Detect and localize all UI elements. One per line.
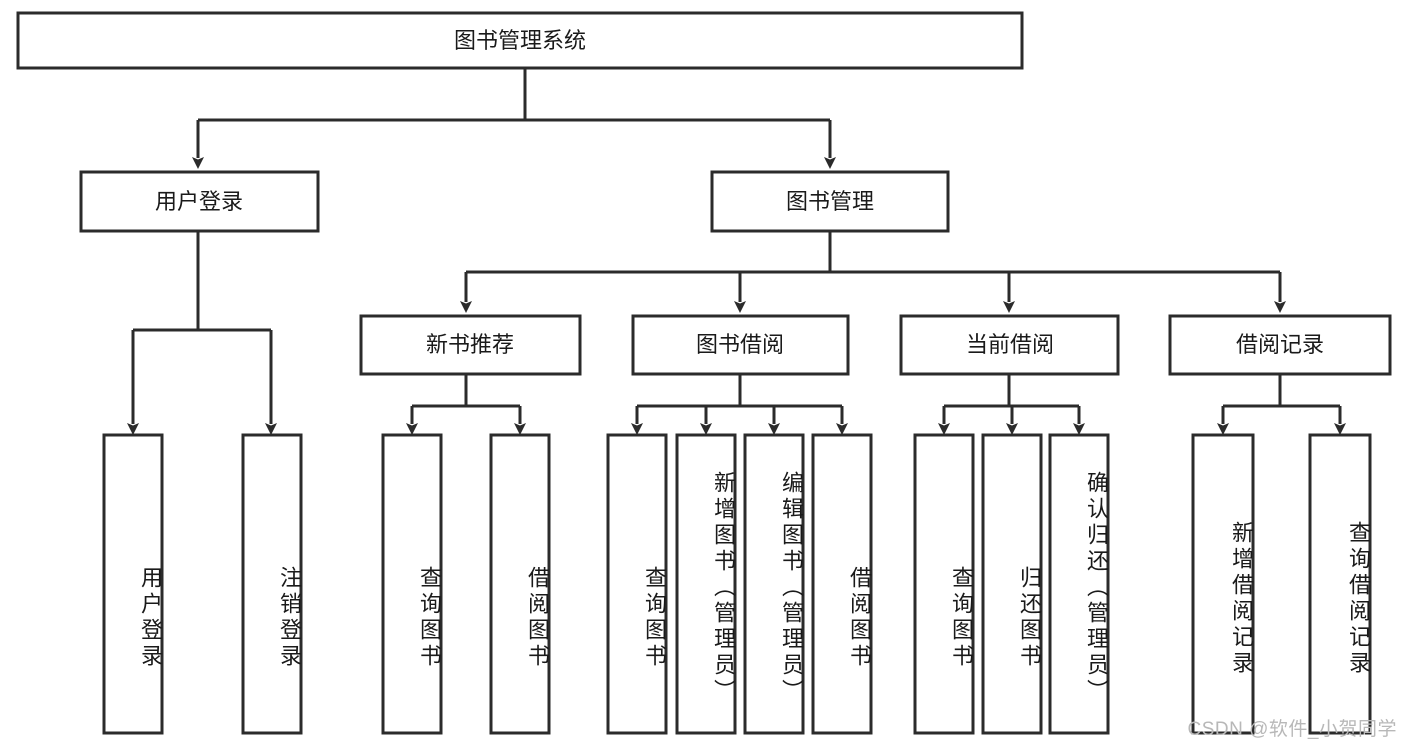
node-leaf-borrow-book-1-box[interactable] (489, 433, 551, 735)
node-leaf-return-book-box[interactable] (981, 433, 1043, 735)
node-leaf-add-record-box[interactable] (1191, 433, 1255, 735)
node-root-label: 图书管理系统 (454, 28, 586, 53)
node-user-login[interactable]: 用户登录 (79, 170, 320, 233)
node-leaf-query-book-1-box[interactable] (381, 433, 443, 735)
node-book-borrow-label: 图书借阅 (696, 332, 784, 357)
node-leaf-add-book-box[interactable] (675, 433, 737, 735)
node-borrow-record-label: 借阅记录 (1236, 332, 1324, 357)
node-book-borrow-box[interactable] (631, 314, 850, 376)
node-book-management-label: 图书管理 (786, 189, 874, 214)
node-book-management[interactable]: 图书管理 (710, 170, 950, 233)
node-borrow-record-box[interactable] (1168, 314, 1392, 376)
node-new-book-recommend-label: 新书推荐 (426, 332, 514, 357)
node-leaf-logout-login-box[interactable] (241, 433, 303, 735)
connector-group-bookborrow-to-leaves (631, 374, 848, 435)
node-borrow-record[interactable]: 借阅记录 (1168, 314, 1392, 376)
node-user-login-label: 用户登录 (155, 189, 243, 214)
node-leaf-borrow-book-2-box[interactable] (811, 433, 873, 735)
node-book-management-box[interactable] (710, 170, 950, 233)
node-current-borrow-box[interactable] (899, 314, 1120, 376)
connector-group-newbook-to-leaves (406, 374, 526, 435)
node-leaf-user-login-box[interactable] (102, 433, 164, 735)
connector-group-userlogin-to-leaves (127, 231, 277, 435)
node-new-book-recommend-box[interactable] (359, 314, 582, 376)
node-current-borrow-label: 当前借阅 (966, 332, 1054, 357)
connector-group-currentborrow-to-leaves (938, 374, 1085, 435)
node-leaf-query-book-2-box[interactable] (606, 433, 668, 735)
node-user-login-box[interactable] (79, 170, 320, 233)
node-leaf-query-book-3-box[interactable] (913, 433, 975, 735)
connector-group-borrowrecord-to-leaves (1217, 374, 1346, 435)
node-leaf-query-record-box[interactable] (1308, 433, 1372, 735)
node-current-borrow[interactable]: 当前借阅 (899, 314, 1120, 376)
node-book-borrow[interactable]: 图书借阅 (631, 314, 850, 376)
csdn-watermark: CSDN @软件_小贺同学 (1187, 719, 1397, 740)
node-root-box[interactable] (16, 11, 1024, 70)
node-leaf-confirm-return-box[interactable] (1048, 433, 1110, 735)
node-new-book-recommend[interactable]: 新书推荐 (359, 314, 582, 376)
connector-group-root-to-level2 (192, 68, 836, 169)
node-root[interactable]: 图书管理系统 (16, 11, 1024, 70)
node-leaf-edit-book-box[interactable] (743, 433, 805, 735)
connector-group-bookmgmt-to-level3 (460, 231, 1286, 313)
